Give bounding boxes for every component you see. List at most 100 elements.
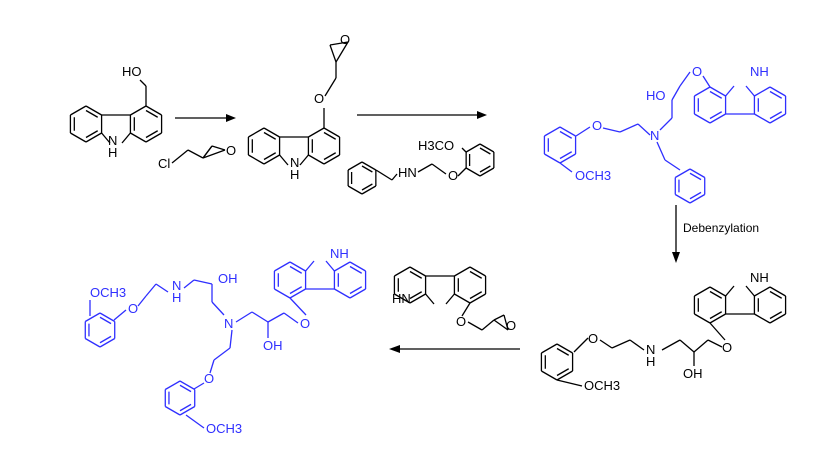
ring-bond bbox=[99, 312, 116, 323]
ring-bond bbox=[409, 266, 426, 277]
ring-bond bbox=[289, 288, 306, 299]
bond bbox=[213, 347, 231, 361]
bond bbox=[556, 379, 583, 387]
double-bond bbox=[85, 130, 99, 139]
ring-bond bbox=[689, 193, 706, 204]
ring-bond bbox=[130, 105, 147, 116]
atom-label: O bbox=[128, 301, 138, 316]
atom-label: H bbox=[172, 290, 181, 305]
ring-bond bbox=[394, 266, 411, 277]
ring-bond bbox=[694, 113, 711, 124]
bond bbox=[235, 311, 253, 323]
bond bbox=[329, 41, 349, 46]
bond bbox=[289, 297, 307, 316]
ring-bond bbox=[465, 143, 481, 153]
bond bbox=[211, 145, 226, 151]
ring-bond bbox=[465, 167, 481, 177]
atom-label: N bbox=[108, 133, 117, 148]
atom-label: O bbox=[456, 314, 466, 329]
ring-bond bbox=[305, 260, 315, 272]
double-bond bbox=[479, 165, 491, 173]
double-bond bbox=[559, 130, 573, 139]
bond bbox=[202, 149, 226, 159]
ring-bond bbox=[425, 293, 435, 305]
ring-bond bbox=[769, 313, 786, 324]
ring-bond bbox=[694, 86, 711, 97]
double-bond bbox=[85, 109, 99, 118]
arrows-layer bbox=[175, 111, 680, 353]
ring-bond bbox=[454, 293, 471, 304]
atom-label: O bbox=[226, 143, 236, 158]
atom-label: N bbox=[650, 128, 659, 143]
double-bond bbox=[709, 290, 723, 299]
ring-bond bbox=[70, 132, 87, 143]
step-label-debenzylation: Debenzylation bbox=[683, 221, 759, 235]
ring-bond bbox=[559, 126, 576, 137]
ring-bond bbox=[544, 126, 561, 137]
atom-label: HN bbox=[392, 291, 411, 306]
double-bond bbox=[556, 368, 570, 377]
bond bbox=[693, 339, 709, 353]
ring-bond bbox=[85, 105, 102, 116]
bond bbox=[113, 309, 127, 321]
ring-bond bbox=[347, 161, 363, 171]
ring-bond bbox=[179, 405, 196, 416]
atom-label: OCH3 bbox=[575, 168, 611, 183]
double-bond bbox=[689, 172, 702, 181]
double-bond bbox=[769, 290, 783, 299]
bond bbox=[481, 319, 495, 331]
double-bond bbox=[323, 152, 337, 161]
double-bond bbox=[709, 311, 723, 320]
ring-bond bbox=[725, 285, 735, 297]
double-bond bbox=[361, 165, 373, 173]
ring-bond bbox=[541, 370, 558, 381]
atom-label: O bbox=[722, 340, 732, 355]
ring-bond bbox=[349, 288, 366, 299]
bond bbox=[637, 123, 651, 136]
atom-label: O bbox=[692, 64, 702, 79]
ring-bond bbox=[709, 113, 726, 124]
ring-bond bbox=[334, 261, 351, 272]
bond bbox=[324, 77, 337, 97]
bond bbox=[229, 329, 233, 349]
ring-bond bbox=[263, 127, 280, 138]
atom-label: O bbox=[592, 118, 602, 133]
double-bond bbox=[479, 147, 491, 155]
double-bond bbox=[263, 131, 277, 140]
bond bbox=[671, 85, 681, 101]
ring-bond bbox=[279, 154, 289, 166]
ring-bond bbox=[289, 261, 306, 272]
ring-bond bbox=[145, 132, 162, 143]
double-bond bbox=[769, 90, 783, 99]
bond bbox=[702, 75, 711, 88]
bond bbox=[145, 283, 157, 297]
atom-label: NH bbox=[750, 270, 769, 285]
atom-label: Cl bbox=[158, 156, 170, 171]
bond bbox=[185, 414, 205, 429]
bond bbox=[659, 117, 673, 131]
bond bbox=[679, 71, 691, 87]
ring-bond bbox=[299, 154, 309, 166]
double-bond bbox=[769, 311, 783, 320]
double-bond bbox=[709, 111, 723, 120]
ring-bond bbox=[559, 153, 576, 164]
double-bond bbox=[469, 270, 483, 279]
ring-bond bbox=[164, 405, 181, 416]
ring-bond bbox=[541, 343, 558, 354]
ring-bond bbox=[469, 293, 486, 304]
bond bbox=[202, 145, 213, 159]
ring-bond bbox=[544, 153, 561, 164]
ring-bond bbox=[325, 260, 335, 272]
atom-label: N bbox=[224, 316, 233, 331]
atom-label: H bbox=[108, 145, 117, 160]
double-bond bbox=[179, 384, 192, 393]
double-bond bbox=[769, 111, 783, 120]
ring-bond bbox=[101, 132, 111, 144]
arrowhead-icon bbox=[389, 345, 400, 353]
ring-bond bbox=[694, 313, 711, 324]
double-bond bbox=[99, 335, 112, 344]
ring-bond bbox=[769, 113, 786, 124]
double-bond bbox=[99, 316, 112, 325]
bond bbox=[457, 167, 467, 177]
